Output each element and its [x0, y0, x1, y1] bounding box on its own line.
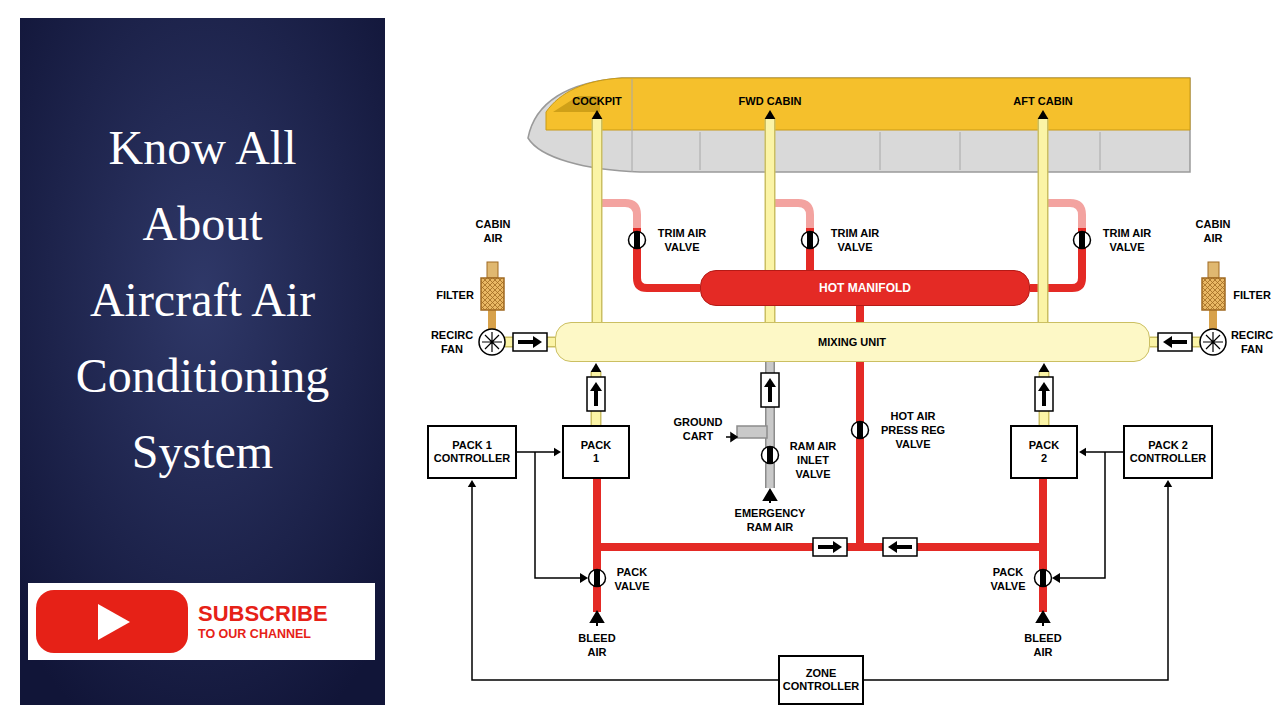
control-wire [517, 448, 561, 456]
cabin-air-inlet [487, 262, 498, 278]
ground-cart-inlet [737, 426, 767, 438]
node-text: PACK 2 CONTROLLER [1128, 439, 1208, 465]
duct-edge [1038, 119, 1049, 322]
ground-cart-arrow [726, 433, 737, 441]
part-label: GROUND CART [672, 415, 724, 443]
filter [481, 278, 504, 310]
press-reg-valve [852, 422, 869, 439]
part-label: RAM AIR INLET VALVE [785, 439, 841, 481]
fuselage [528, 78, 1190, 172]
node-text: PACK 1 [578, 439, 614, 465]
flow-arrow [513, 333, 547, 351]
air-duct [587, 363, 605, 425]
part-label: BLEED AIR [573, 631, 621, 659]
flow-arrow [587, 377, 605, 411]
part-label: FILTER [1230, 288, 1274, 302]
part-label: RECIRC FAN [1228, 328, 1276, 356]
wire-line [1086, 451, 1123, 453]
part-label: CABIN AIR [471, 217, 515, 245]
part-label: PACK VALVE [611, 565, 653, 593]
node-text: ZONE CONTROLLER [783, 667, 859, 693]
air-duct [1035, 363, 1053, 425]
air-duct [1038, 110, 1049, 322]
title-text: Know All About Aircraft Air Conditioning… [20, 110, 385, 490]
part-label: EMERGENCY RAM AIR [728, 506, 812, 534]
bleed-arrow [591, 612, 1049, 626]
arrowhead [591, 363, 602, 372]
trim-air-valve [802, 232, 819, 249]
play-button [36, 590, 188, 653]
arrowhead [1038, 110, 1049, 119]
controller-box: ZONE CONTROLLER [778, 655, 864, 705]
wire-line [864, 487, 1168, 680]
cabin-zone [546, 78, 1190, 130]
trim-air-valve [1074, 232, 1091, 249]
part-label: HOT AIR PRESS REG VALVE [876, 409, 950, 451]
arrowhead [1079, 448, 1086, 456]
part-label: TRIM AIR VALVE [651, 226, 713, 254]
node-text: SUBSCRIBE [198, 601, 328, 627]
play-icon [98, 604, 130, 640]
air-duct [592, 110, 603, 322]
ram-air-valve [762, 447, 779, 464]
pack-valve [589, 570, 606, 587]
ram-air-arrow [764, 490, 776, 503]
pack-box: PACK 1 [562, 425, 630, 479]
trim-air-valve [629, 232, 646, 249]
hot-manifold: HOT MANIFOLD [700, 270, 1030, 306]
node-text: MIXING UNIT [818, 336, 886, 349]
control-arrow [580, 573, 1060, 583]
mixing-unit: MIXING UNIT [555, 322, 1150, 362]
flow-arrow [1158, 333, 1192, 351]
pack-box: PACK 2 [1010, 425, 1078, 479]
node-text: HOT MANIFOLD [819, 282, 911, 295]
arrowhead [592, 110, 603, 119]
wire-line [517, 451, 554, 453]
fuselage-frame [632, 79, 1100, 172]
part-label: FILTER [433, 288, 477, 302]
zone-label: FWD CABIN [730, 93, 810, 109]
part-label: TRIM AIR VALVE [1096, 226, 1158, 254]
recirc-fan [1200, 329, 1226, 355]
controller-box: PACK 2 CONTROLLER [1123, 425, 1213, 479]
recirc-fan [479, 329, 505, 355]
flow-arrow [883, 538, 917, 556]
wire-line [472, 487, 778, 680]
node-text: PACK 1 CONTROLLER [432, 439, 512, 465]
subscribe-text: SUBSCRIBETO OUR CHANNEL [28, 583, 375, 660]
part-label: BLEED AIR [1019, 631, 1067, 659]
node-text: COCKPIT [572, 95, 622, 108]
flow-arrow [1035, 377, 1053, 411]
control-wire [864, 480, 1172, 680]
flow-arrow [813, 538, 847, 556]
node-text: PACK 2 [1026, 439, 1062, 465]
arrowhead [468, 480, 476, 487]
pack-valve [1035, 570, 1052, 587]
duct-fill [1039, 119, 1047, 322]
zone-label: AFT CABIN [1003, 93, 1083, 109]
node-text: AFT CABIN [1013, 95, 1072, 108]
node-text: FWD CABIN [739, 95, 802, 108]
zone-label: COCKPIT [562, 93, 632, 109]
part-label: PACK VALVE [987, 565, 1029, 593]
part-label: RECIRC FAN [428, 328, 476, 356]
duct-fill [593, 119, 601, 322]
flow-arrow [761, 373, 779, 407]
node-text: TO OUR CHANNEL [198, 627, 311, 642]
title-panel [20, 18, 385, 705]
duct-edge [592, 119, 603, 322]
part-label: TRIM AIR VALVE [824, 226, 886, 254]
filter [1202, 278, 1225, 310]
arrowhead [765, 110, 776, 119]
part-label: CABIN AIR [1191, 217, 1235, 245]
cabin-air-inlet [1208, 262, 1219, 278]
subscribe-badge [28, 583, 375, 660]
arrowhead [1039, 363, 1050, 372]
controller-box: PACK 1 CONTROLLER [427, 425, 517, 479]
arrowhead [554, 448, 561, 456]
control-wire [1079, 448, 1123, 456]
arrowhead [1164, 480, 1172, 487]
control-wire [468, 480, 778, 680]
